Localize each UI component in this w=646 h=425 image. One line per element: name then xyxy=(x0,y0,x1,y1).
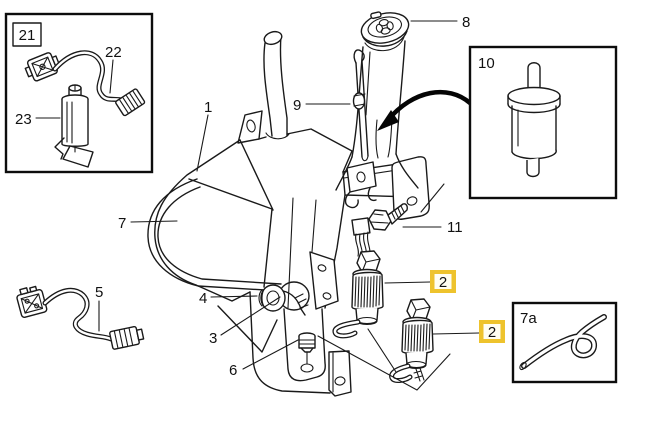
washer-symbol-icon xyxy=(375,18,394,35)
highlight-badge-2a[interactable]: 2 xyxy=(430,270,456,293)
filler-tube xyxy=(263,30,290,140)
leader-4 xyxy=(210,295,258,298)
filter-arrow-icon xyxy=(377,89,473,131)
coiled-hose-icon xyxy=(519,314,607,371)
reservoir-cap xyxy=(360,11,410,44)
elbow-nipple-3 xyxy=(282,290,309,316)
callout-2a: 2 xyxy=(439,274,447,291)
leader-7 xyxy=(130,220,178,223)
callout-4: 4 xyxy=(199,290,207,307)
position-lines xyxy=(317,328,451,391)
callout-23: 23 xyxy=(15,111,32,128)
leader-6 xyxy=(242,339,299,370)
callout-9: 9 xyxy=(293,97,301,114)
callout-7a: 7a xyxy=(520,310,537,327)
callout-7: 7 xyxy=(118,215,126,232)
callout-2b: 2 xyxy=(488,324,496,341)
callout-22: 22 xyxy=(105,44,122,61)
leader-3 xyxy=(220,296,281,336)
leader-2a xyxy=(384,281,431,284)
inset-box-10: 10 xyxy=(468,45,618,200)
leader-2b xyxy=(432,332,480,335)
callout-10: 10 xyxy=(478,55,495,72)
callout-8: 8 xyxy=(462,14,470,31)
washer-pump-23-icon xyxy=(54,84,94,168)
callout-11: 11 xyxy=(447,219,463,236)
callout-21: 21 xyxy=(19,27,36,44)
grommet-4 xyxy=(258,284,286,312)
boxed-label-21 xyxy=(12,22,42,47)
highlight-badge-2b[interactable]: 2 xyxy=(479,320,505,343)
washer-pump-lower xyxy=(389,298,434,383)
harness-5: 5 xyxy=(16,284,145,350)
filter-icon xyxy=(507,62,561,178)
leader-1 xyxy=(196,114,209,172)
level-pipe-9 xyxy=(352,49,369,162)
inset-box-21: 21 22 xyxy=(4,12,154,174)
cable-connector-icon xyxy=(24,52,60,82)
inset-box-7a: 7a xyxy=(511,301,618,384)
valve-6 xyxy=(298,332,316,373)
hose-7 xyxy=(147,178,310,311)
leader-22 xyxy=(109,59,114,94)
washer-pump-upper xyxy=(332,250,384,339)
mounting-bracket xyxy=(342,156,445,220)
callout-3: 3 xyxy=(209,330,217,347)
bolt-11 xyxy=(368,203,408,231)
reservoir-tank xyxy=(154,110,353,397)
pump-wires xyxy=(351,217,371,258)
callout-5: 5 xyxy=(95,284,103,301)
callout-6: 6 xyxy=(229,362,237,379)
callout-1: 1 xyxy=(204,99,212,116)
pump-cable-22 xyxy=(52,50,146,117)
